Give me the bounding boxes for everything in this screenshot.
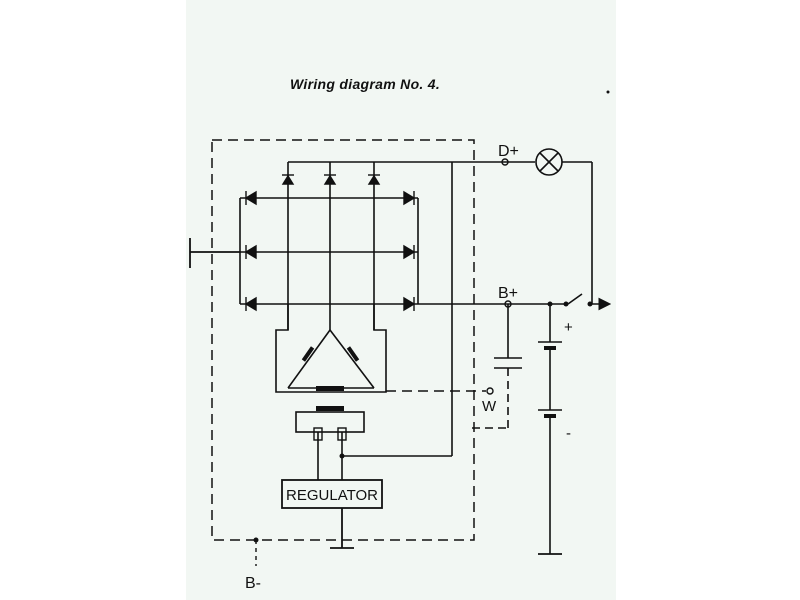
d-plus-feed [342,162,453,457]
regulator-label: REGULATOR [286,487,378,504]
battery-minus-label: - [566,425,571,442]
b-plus-line [418,293,612,311]
rotor-field [295,411,365,480]
regulator-ground [330,508,354,549]
stator-coils [301,346,360,391]
diodes-positive [403,190,416,312]
terminal-b-plus-label: B+ [498,285,518,302]
regulator: REGULATOR [281,479,383,509]
terminal-d-plus-label: D+ [498,143,519,160]
exciter-diodes [281,174,381,185]
d-plus-circuit [505,148,593,304]
stator-winding [275,304,387,393]
alternator-housing-dashed [211,139,475,541]
diagram-panel [186,0,616,600]
stray-dot [606,90,610,94]
diagram-title: Wiring diagram No. 4. [290,76,441,92]
battery-plus-label: + [564,319,573,336]
battery [538,304,562,555]
terminal-b-minus-label: B- [245,575,261,592]
ground-terminal-left [189,238,240,268]
terminal-w-label: W [482,398,497,415]
b-plus-capacitor [472,304,522,429]
diodes-negative [244,190,257,312]
rectifier-bridge [239,161,505,330]
